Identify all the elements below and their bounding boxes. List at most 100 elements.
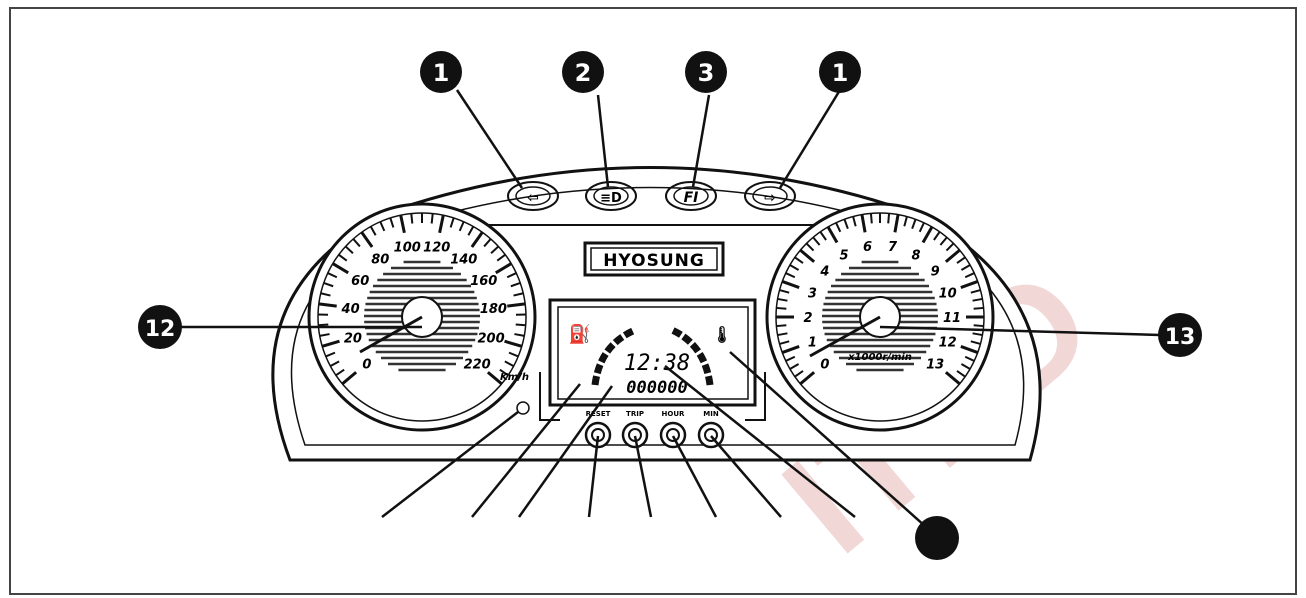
gauge-tick: [486, 371, 503, 385]
gauge-tick: [510, 282, 521, 288]
gauge-tick: [327, 272, 338, 279]
gauge-tick: [799, 371, 816, 385]
gauge-tick: [499, 368, 509, 377]
lcd-button-label: MIN: [703, 410, 719, 418]
gauge-tick: [338, 253, 348, 262]
gauge-tick: [789, 363, 800, 370]
gauge-tick: [777, 332, 788, 337]
gauge-tick-label: 13: [926, 357, 944, 372]
gauge-tick: [939, 236, 948, 246]
gauge-tick-label: 0: [820, 357, 829, 372]
gauge-tick: [973, 306, 984, 310]
temperature-gauge-arc: [670, 326, 714, 386]
callout-badge-high-beam: 2: [562, 51, 604, 93]
speedometer-ticks: [318, 213, 526, 385]
gauge-tick: [399, 214, 406, 234]
gauge-tick: [785, 355, 796, 362]
gauge-tick: [819, 231, 827, 241]
leader-line: [729, 351, 936, 536]
gauge-tick: [483, 238, 492, 248]
gauge-tick: [329, 360, 340, 367]
gauge-tick: [781, 345, 800, 354]
leader-line: [455, 89, 524, 189]
gauge-tick: [933, 231, 941, 241]
gauge-tick: [508, 351, 519, 358]
high-beam-icon: ≡D: [600, 191, 622, 206]
left-arrow-icon: ⇦: [527, 190, 539, 206]
leader-line: [596, 94, 610, 188]
svg-text:3: 3: [698, 59, 715, 87]
lcd-button-label: HOUR: [662, 410, 685, 418]
gauge-tick: [972, 297, 983, 302]
gauge-tick: [973, 324, 984, 328]
gauge-tick: [887, 213, 891, 224]
gauge-tick: [449, 217, 455, 228]
gauge-tick-label: 140: [450, 252, 477, 267]
tachometer-needle: [809, 315, 881, 358]
gauge-tick-label: 60: [351, 274, 369, 289]
callout-badge-blank: [915, 516, 959, 560]
lcd-buttons: RESET TRIP HOUR MIN: [584, 410, 725, 449]
callout-leaders: [180, 89, 1161, 536]
svg-text:13: 13: [1165, 325, 1196, 350]
gauge-tick: [430, 213, 434, 224]
gauge-tick: [496, 253, 506, 262]
gauge-tick: [794, 370, 804, 378]
brand-badge: HYOSUNG: [583, 241, 725, 277]
small-indicator-lamp: [516, 401, 530, 415]
gauge-tick-label: 7: [888, 240, 898, 255]
gauge-tick: [945, 242, 955, 252]
gauge-tick: [860, 214, 867, 233]
gauge-tick: [458, 221, 465, 232]
gauge-tick: [805, 242, 815, 252]
gauge-tick: [320, 292, 331, 297]
gauge-tick-label: 3: [808, 286, 817, 301]
gauge-tick-label: 120: [423, 241, 450, 256]
gauge-tick: [918, 222, 925, 233]
gauge-tick: [341, 371, 358, 385]
gauge-tick: [785, 272, 796, 279]
speedometer-needle: [359, 315, 423, 354]
lcd-button-hour[interactable]: HOUR: [659, 410, 687, 449]
gauge-tick: [335, 368, 345, 377]
gauge-tick-label: 12: [939, 336, 957, 351]
gauge-tick: [369, 226, 377, 236]
lcd-button-min[interactable]: MIN: [697, 410, 725, 449]
gauge-tick: [964, 355, 975, 362]
gauge-tick: [903, 216, 908, 227]
leader-line: [633, 435, 653, 518]
gauge-tick: [777, 297, 788, 302]
tachometer-unit: x1000r/min: [847, 352, 912, 363]
lcd-button-trip[interactable]: TRIP: [621, 410, 649, 449]
gauge-tick: [921, 226, 934, 244]
gauge-tick: [438, 214, 445, 234]
lcd-odometer: 000000: [626, 378, 687, 398]
gauge-tick: [970, 289, 981, 294]
gauge-tick-label: 0: [362, 357, 371, 372]
leader-line: [471, 383, 581, 518]
left-turn-indicator: ⇦: [507, 181, 559, 211]
svg-text:2: 2: [575, 59, 592, 87]
gauge-tick-label: 4: [819, 265, 829, 280]
gauge-tick: [352, 238, 361, 248]
gauge-tick-label: 80: [371, 252, 389, 267]
gauge-tick: [789, 264, 800, 271]
leader-line: [381, 411, 519, 518]
gauge-tick: [960, 280, 979, 289]
gauge-tick-label: 5: [839, 249, 848, 264]
gauge-tick-label: 220: [464, 357, 491, 372]
gauge-tick: [852, 216, 857, 227]
gauge-tick: [911, 218, 917, 230]
gauge-tick-label: 10: [939, 286, 957, 301]
gauge-tick: [960, 264, 971, 271]
lcd-button-reset[interactable]: RESET: [584, 410, 612, 449]
gauge-tick: [318, 302, 337, 308]
gauge-tick: [504, 360, 515, 367]
gauge-tick: [319, 333, 330, 337]
gauge-tick: [360, 231, 374, 248]
leader-line: [587, 435, 600, 518]
right-arrow-icon: ⇨: [764, 190, 776, 206]
gauge-tick: [794, 256, 804, 264]
